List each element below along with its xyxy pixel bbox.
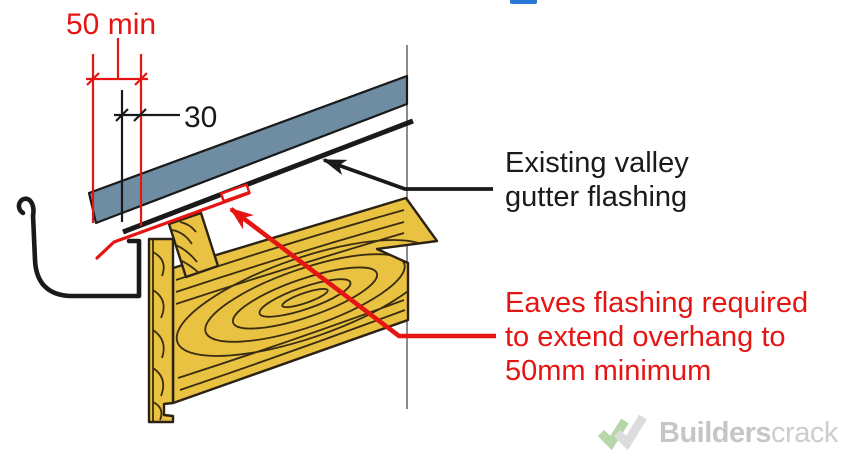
double-check-icon: [598, 414, 647, 451]
eaves-flashing-label-line2: to extend overhang to: [505, 321, 786, 353]
builderscrack-logo: Builderscrack: [598, 414, 838, 452]
valley-label-leader-arrow: [322, 158, 493, 191]
dimension-50min: [86, 38, 148, 226]
logo-wordmark-light: crack: [771, 416, 838, 449]
valley-board: [167, 211, 220, 279]
logo-wordmark-bold: Builders: [659, 416, 772, 449]
dimension-label-30: 30: [184, 101, 218, 134]
eaves-flashing: [95, 191, 251, 260]
fascia-wood-grain: [152, 240, 165, 422]
eaves-label-leader-arrow: [229, 207, 496, 339]
dimension-30: [114, 90, 180, 222]
rafter-outline: [171, 196, 439, 405]
eaves-flashing-label: Eaves flashing required to extend overha…: [505, 286, 808, 388]
roof-sheet: [87, 74, 409, 225]
valley-flashing-label-line1: Existing valley: [505, 147, 689, 179]
dimension-label-50-min: 50 min: [66, 8, 157, 41]
rafter-wood-grain: [175, 209, 435, 391]
valley-flashing-label: Existing valley gutter flashing: [505, 146, 689, 214]
valley-flashing-label-line2: gutter flashing: [505, 181, 688, 213]
valley-gutter-flashing: [122, 118, 414, 235]
eaves-flashing-hem: [219, 183, 251, 203]
eaves-flashing-label-line3: 50mm minimum: [505, 355, 712, 387]
rafter: [171, 196, 439, 405]
fascia-outline: [147, 237, 175, 424]
fascia-board: [147, 237, 175, 424]
logo-wordmark: Builderscrack: [659, 417, 838, 450]
blue-marker-artifact: [510, 0, 537, 4]
gutter-profile: [16, 196, 142, 299]
eaves-flashing-label-line1: Eaves flashing required: [505, 287, 809, 319]
